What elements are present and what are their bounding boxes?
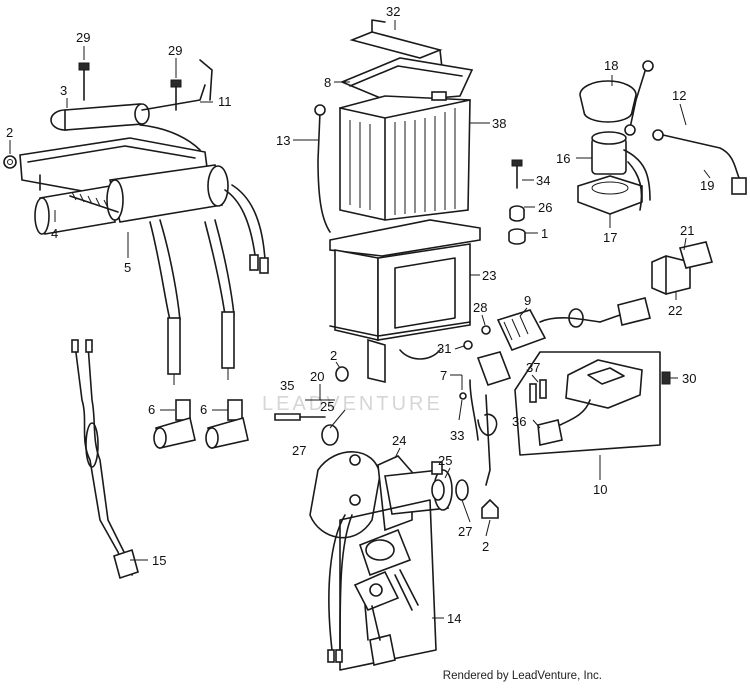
callout-7: 7 [440, 368, 447, 383]
cdi-unit-10 [514, 351, 671, 456]
callout-27: 27 [458, 524, 472, 539]
pulse-harness-14 [327, 499, 437, 671]
callout-8: 8 [324, 75, 331, 90]
spark-plug-caps [153, 399, 249, 449]
callout-6: 6 [148, 402, 155, 417]
callout-15: 15 [152, 553, 166, 568]
callout-2: 2 [482, 539, 489, 554]
callout-33: 33 [450, 428, 464, 443]
callout-25: 25 [438, 453, 452, 468]
callout-29: 29 [76, 30, 90, 45]
callout-23: 23 [482, 268, 496, 283]
callout-34: 34 [536, 173, 550, 188]
callout-6: 6 [200, 402, 207, 417]
callout-27: 27 [292, 443, 306, 458]
callout-1: 1 [541, 226, 548, 241]
callout-22: 22 [668, 303, 682, 318]
callout-35: 35 [280, 378, 294, 393]
callout-16: 16 [556, 151, 570, 166]
callout-24: 24 [392, 433, 406, 448]
callout-30: 30 [682, 371, 696, 386]
callout-20: 20 [310, 369, 324, 384]
credit-text: Rendered by LeadVenture, Inc. [442, 670, 602, 682]
callout-21: 21 [680, 223, 694, 238]
leader-lines [9, 20, 711, 619]
starter-relay [577, 60, 654, 215]
callout-5: 5 [124, 260, 131, 275]
callout-4: 4 [51, 226, 58, 241]
battery-38 [339, 91, 471, 221]
battery-box-23 [329, 159, 526, 384]
callout-2: 2 [330, 348, 337, 363]
callout-37: 37 [526, 360, 540, 375]
callout-18: 18 [604, 58, 618, 73]
pulse-generator-24 [274, 366, 499, 539]
callout-3: 3 [60, 83, 67, 98]
regulator-rectifier-9 [459, 297, 651, 486]
ignition-coil-assembly [3, 59, 269, 385]
callout-11: 11 [218, 94, 232, 109]
battery-strap-and-cover [339, 19, 474, 103]
callout-numbers: 2 29 29 3 11 4 5 6 6 15 32 8 38 13 34 26… [6, 4, 714, 626]
callout-17: 17 [603, 230, 617, 245]
callout-2: 2 [6, 125, 13, 140]
callout-26: 26 [538, 200, 552, 215]
callout-14: 14 [447, 611, 461, 626]
callout-36: 36 [512, 414, 526, 429]
callout-9: 9 [524, 293, 531, 308]
callout-25: 25 [320, 399, 334, 414]
switch-wire-15 [71, 339, 139, 580]
callout-19: 19 [700, 178, 714, 193]
callout-10: 10 [593, 482, 607, 497]
cable-19 [652, 129, 747, 195]
callout-28: 28 [473, 300, 487, 315]
callout-38: 38 [492, 116, 506, 131]
callout-13: 13 [276, 133, 290, 148]
callout-32: 32 [386, 4, 400, 19]
battery-cable-13 [317, 111, 331, 233]
callout-31: 31 [437, 341, 451, 356]
relay-22 [651, 241, 714, 295]
callout-29: 29 [168, 43, 182, 58]
callout-12: 12 [672, 88, 686, 103]
watermark-text: LEADVENTURE [262, 393, 443, 415]
